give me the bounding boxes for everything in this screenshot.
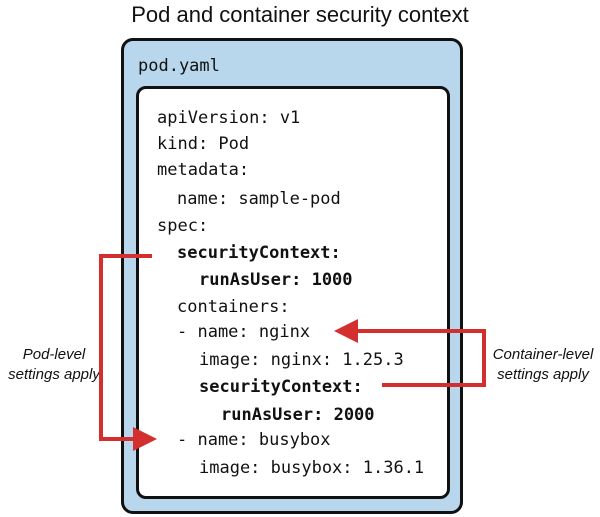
code-line-container-security-context: securityContext: bbox=[199, 377, 363, 397]
code-line-apiversion: apiVersion: v1 bbox=[157, 108, 301, 128]
code-line-container-nginx: - name: nginx bbox=[177, 322, 311, 342]
code-line-spec: spec: bbox=[157, 216, 209, 236]
file-name-label: pod.yaml bbox=[138, 56, 220, 76]
code-line-name: name: sample-pod bbox=[177, 189, 341, 209]
pod-level-annotation-line-1: Pod-level bbox=[22, 346, 86, 363]
code-line-nginx-image: image: nginx: 1.25.3 bbox=[199, 350, 404, 370]
code-line-busybox-image: image: busybox: 1.36.1 bbox=[199, 458, 425, 478]
code-line-kind: kind: Pod bbox=[157, 134, 250, 154]
diagram-title: Pod and container security context bbox=[131, 2, 469, 27]
code-line-pod-run-as-user: runAsUser: 1000 bbox=[199, 270, 353, 290]
pod-level-annotation: Pod-level settings apply bbox=[4, 345, 104, 385]
code-line-metadata: metadata: bbox=[157, 160, 250, 180]
yaml-code-panel bbox=[136, 86, 450, 499]
pod-level-arrow bbox=[99, 254, 157, 451]
container-level-arrow bbox=[334, 319, 486, 387]
code-line-container-run-as-user: runAsUser: 2000 bbox=[221, 405, 375, 425]
container-level-annotation-line-2: settings apply bbox=[497, 366, 589, 383]
code-line-pod-security-context: securityContext: bbox=[177, 243, 341, 263]
code-line-container-busybox: - name: busybox bbox=[177, 430, 331, 450]
container-level-annotation: Container-level settings apply bbox=[486, 345, 600, 385]
pod-level-annotation-line-2: settings apply bbox=[8, 366, 100, 383]
code-line-containers: containers: bbox=[177, 297, 290, 317]
container-level-annotation-line-1: Container-level bbox=[492, 346, 594, 363]
